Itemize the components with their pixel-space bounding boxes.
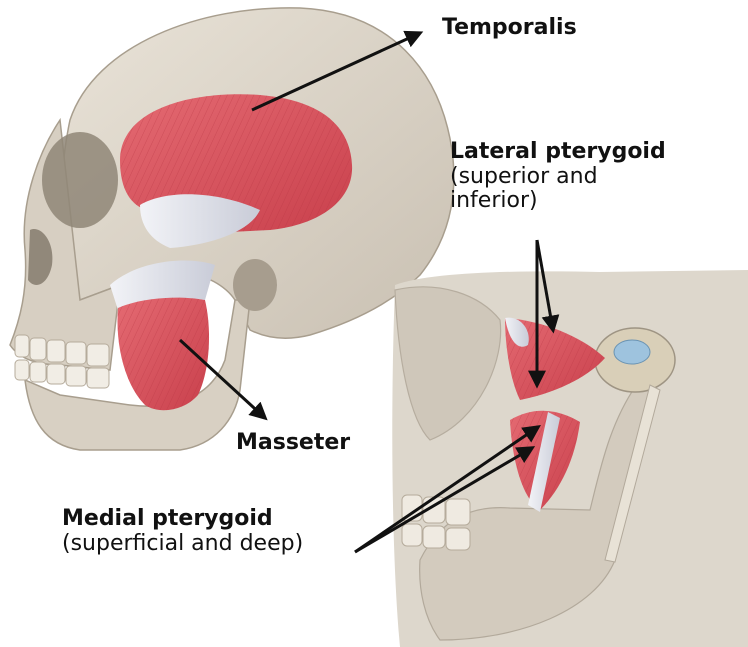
- label-temporalis-title: Temporalis: [442, 16, 577, 41]
- ear-region: [233, 259, 277, 311]
- label-medial-pterygoid: Medial pterygoid (superficial and deep): [62, 507, 303, 556]
- label-lateral-pterygoid-title: Lateral pterygoid: [450, 140, 666, 165]
- orbit: [42, 132, 118, 228]
- label-medial-pterygoid-sub: (superficial and deep): [62, 532, 303, 557]
- label-masseter: Masseter: [236, 431, 350, 456]
- label-lateral-pterygoid-sub2: inferior): [450, 189, 666, 214]
- label-lateral-pterygoid-sub1: (superior and: [450, 165, 666, 190]
- label-temporalis: Temporalis: [442, 16, 577, 41]
- label-lateral-pterygoid: Lateral pterygoid (superior and inferior…: [450, 140, 666, 214]
- label-medial-pterygoid-title: Medial pterygoid: [62, 507, 303, 532]
- skull-lateral-view: [10, 8, 454, 450]
- deep-view-inset: [392, 270, 748, 647]
- label-masseter-title: Masseter: [236, 431, 350, 456]
- articular-disc: [614, 340, 650, 364]
